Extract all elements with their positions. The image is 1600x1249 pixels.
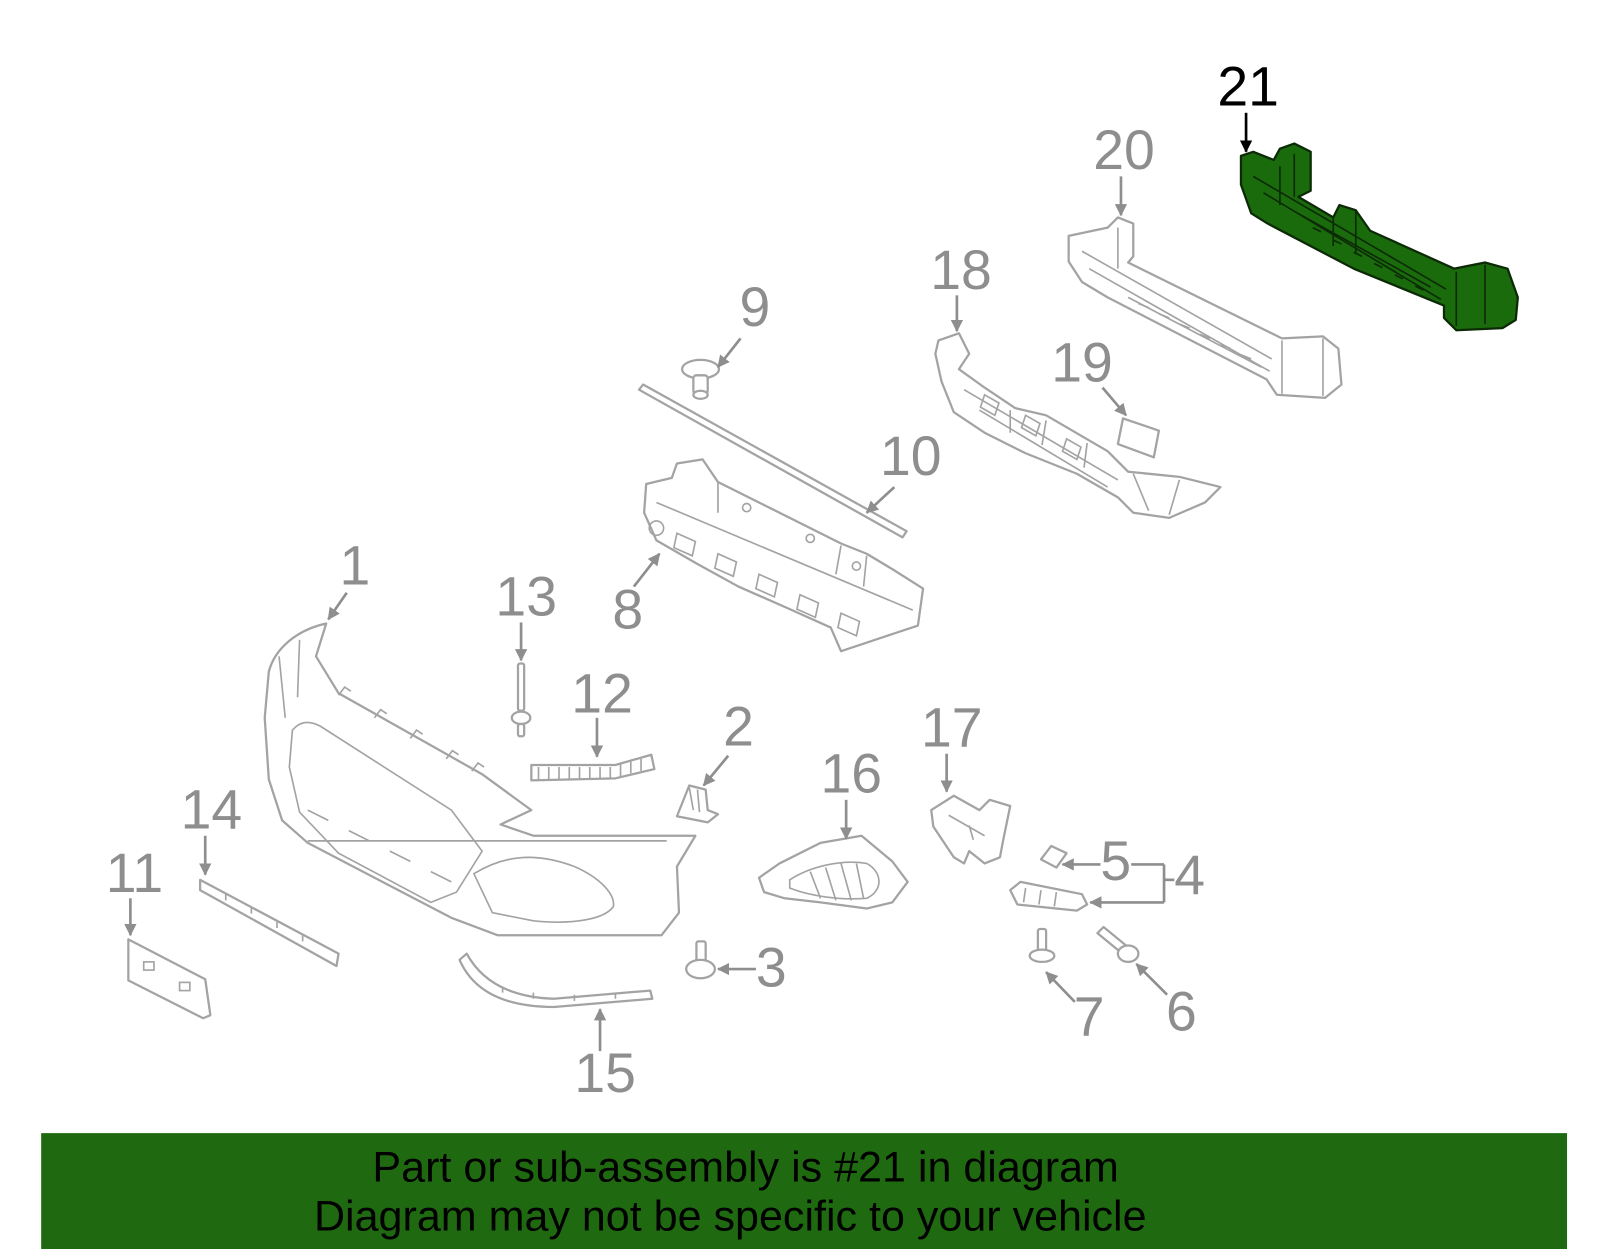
callout-7: 7 [1074, 986, 1105, 1048]
leader-19 [1101, 386, 1128, 417]
callout-labels: 1 2 3 4 5 6 7 8 9 10 11 12 13 14 15 16 1… [106, 56, 1279, 1104]
leader-2 [702, 754, 730, 787]
callout-21: 21 [1217, 56, 1279, 118]
leader-9 [716, 337, 742, 368]
part-16-fog-lamp-bezel [757, 834, 909, 910]
part-13-pin [510, 662, 532, 738]
callout-13: 13 [495, 565, 557, 627]
info-banner: Part or sub-assembly is #21 in diagram D… [41, 1133, 1568, 1249]
banner-line-1: Part or sub-assembly is #21 in diagram [372, 1143, 1118, 1191]
leader-8 [632, 552, 661, 588]
part-15-lower-trim [458, 952, 654, 1009]
part-3-screw [685, 940, 717, 980]
part-14-lower-strip [198, 878, 340, 968]
leader-10 [865, 486, 896, 514]
banner-line-2: Diagram may not be specific to your vehi… [314, 1193, 1147, 1241]
banner-background [41, 1133, 1568, 1249]
part-12-grille-strip [530, 753, 656, 782]
part-7-screw [1028, 927, 1056, 964]
callout-3: 3 [756, 936, 787, 998]
callout-18: 18 [930, 239, 992, 301]
callout-10: 10 [880, 425, 942, 487]
callout-4: 4 [1174, 844, 1205, 906]
leader-1 [327, 591, 348, 621]
part-10-seal-strip [637, 383, 908, 539]
callout-15: 15 [574, 1042, 636, 1104]
callout-8: 8 [612, 579, 643, 641]
callout-6: 6 [1166, 981, 1197, 1043]
part-6-bolt [1096, 925, 1140, 964]
callout-leaders [124, 112, 1253, 1052]
part-19-pad [1116, 417, 1161, 459]
callout-5: 5 [1100, 830, 1131, 892]
leader-7 [1045, 971, 1076, 1003]
part-2-retainer [675, 784, 720, 824]
part-11-license-bracket [127, 938, 212, 1020]
callout-19: 19 [1051, 331, 1113, 393]
part-9-clip [680, 358, 721, 401]
part-5-pad [1039, 844, 1068, 869]
part-1-bumper-cover [263, 622, 697, 937]
part-21-reinforcement-beam [1239, 142, 1519, 332]
part-18-energy-absorber [934, 332, 1222, 519]
part-4-cover [1009, 880, 1089, 912]
callout-12: 12 [571, 663, 633, 725]
callout-1: 1 [340, 535, 371, 597]
callout-20: 20 [1093, 119, 1155, 181]
callout-2: 2 [723, 696, 754, 758]
part-8-upper-support [643, 458, 925, 653]
leader-6 [1135, 962, 1169, 996]
part-17-bracket [930, 794, 1012, 865]
callout-16: 16 [820, 743, 882, 805]
callout-11: 11 [106, 842, 163, 904]
callout-9: 9 [739, 276, 770, 338]
part-20-reinforcement-beam [1067, 216, 1343, 400]
callout-14: 14 [181, 779, 243, 841]
callout-17: 17 [921, 697, 983, 759]
